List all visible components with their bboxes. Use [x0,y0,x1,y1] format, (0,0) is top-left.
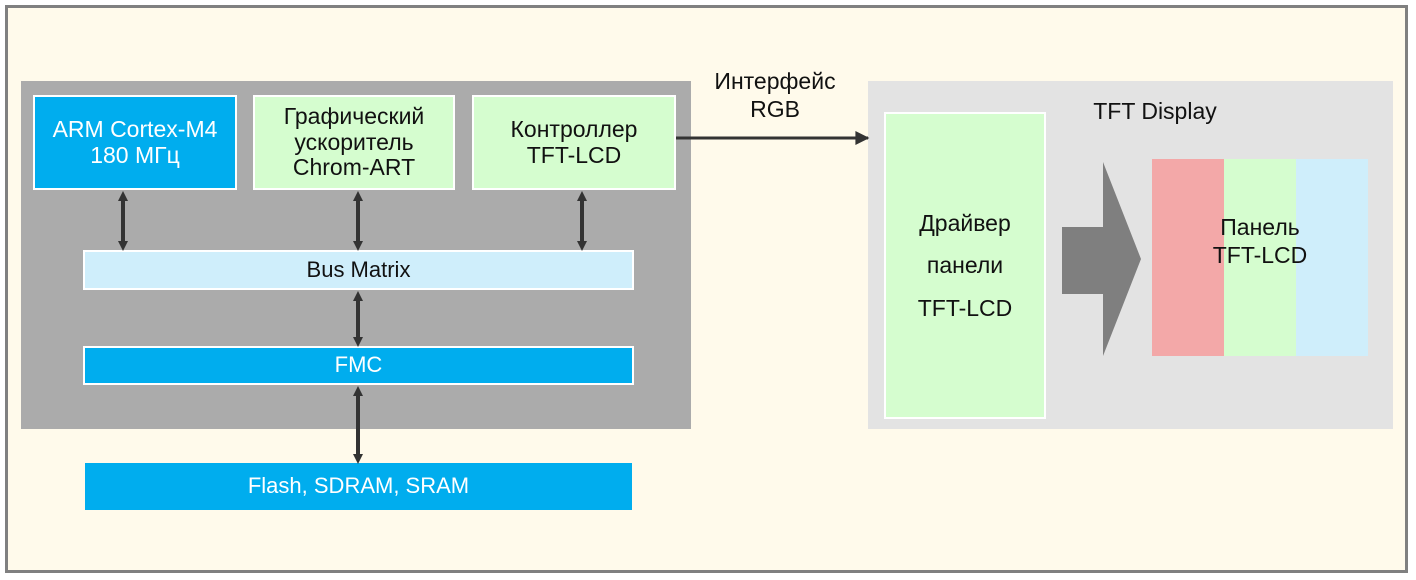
interface-line-1: Интерфейс [714,68,836,94]
bus-matrix-block: Bus Matrix [83,250,634,290]
cpu-block: ARM Cortex-M4 180 МГц [33,95,237,190]
lcd-controller-line-1: Контроллер [510,115,638,142]
panel-line-1: Панель [1220,214,1300,240]
lcd-controller-line-2: TFT-LCD [526,141,622,168]
cpu-frequency: 180 МГц [90,141,180,168]
driver-to-panel-arrow [1062,162,1141,356]
graphics-accelerator-block: Графический ускоритель Chrom-ART [253,95,455,190]
memory-label: Flash, SDRAM, SRAM [247,473,470,499]
lcd-controller-block: Контроллер TFT-LCD [472,95,676,190]
panel-red-stripe [1152,159,1224,356]
display-title: TFT Display [1093,98,1217,124]
memory-block: Flash, SDRAM, SRAM [85,463,632,510]
gpu-line-1: Графический [283,102,425,129]
cpu-name: ARM Cortex-M4 [52,115,218,142]
driver-line-3: TFT-LCD [917,294,1013,321]
driver-line-1: Драйвер [919,209,1011,236]
panel-line-2: TFT-LCD [1212,241,1308,268]
driver-line-2: панели [926,252,1004,279]
fmc-label: FMC [334,352,383,378]
rgb-interface-label: Интерфейс RGB [690,68,860,123]
fmc-block: FMC [83,346,634,385]
bus-matrix-label: Bus Matrix [306,256,411,282]
gpu-line-2: ускоритель [294,128,414,155]
interface-line-2: RGB [750,95,800,122]
tft-panel-label: Панель TFT-LCD [1180,214,1340,269]
panel-driver-block: Драйвер панели TFT-LCD [884,112,1046,419]
panel-green-stripe [1224,159,1296,356]
panel-blue-stripe [1296,159,1368,356]
gpu-line-3: Chrom-ART [292,154,416,181]
